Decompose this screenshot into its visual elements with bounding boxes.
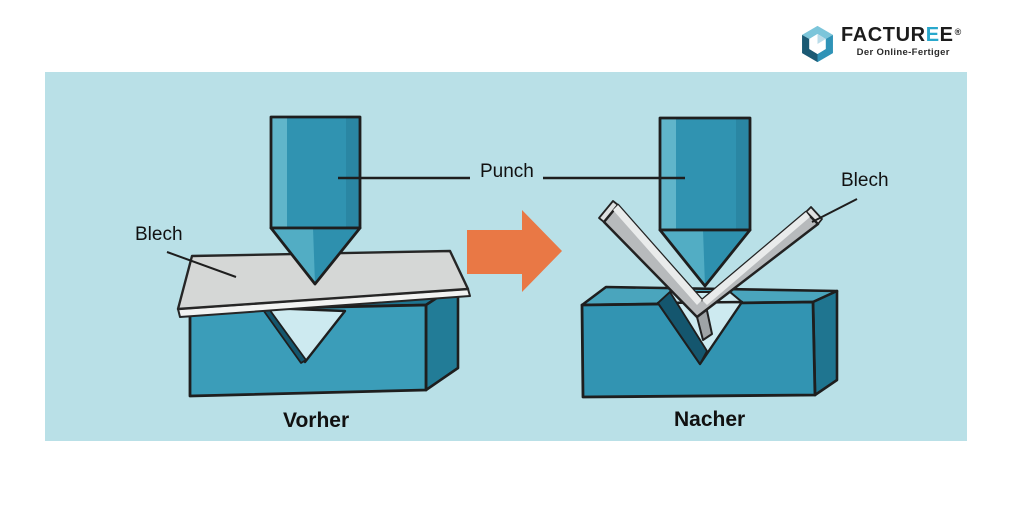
caption-after: Nacher: [674, 408, 746, 431]
logo-text-final-e: E: [939, 24, 954, 46]
logo-tagline: Der Online-Fertiger: [856, 47, 950, 58]
nacher-sheet-bent: [598, 200, 823, 341]
blech-label-line-left: [166, 251, 237, 278]
blech-label-line-right: [811, 198, 858, 223]
nacher-die-block: [580, 285, 839, 399]
blech-label-right: Blech: [841, 170, 889, 191]
vorher-v-notch: [260, 306, 347, 364]
punch-label: Punch: [480, 161, 534, 182]
logo-text-accent-e: E: [925, 24, 940, 46]
registered-trademark-icon: ®: [954, 27, 962, 37]
arrow-right-icon: [467, 210, 562, 292]
facturee-cube-icon: [802, 25, 833, 63]
vorher-punch: [269, 115, 362, 286]
caption-before: Vorher: [283, 409, 350, 432]
vorher-sheet-flat: [176, 249, 471, 318]
nacher-punch: [658, 116, 752, 288]
logo-text-prefix: FACTUR: [841, 24, 926, 46]
blech-label-left: Blech: [135, 224, 183, 245]
